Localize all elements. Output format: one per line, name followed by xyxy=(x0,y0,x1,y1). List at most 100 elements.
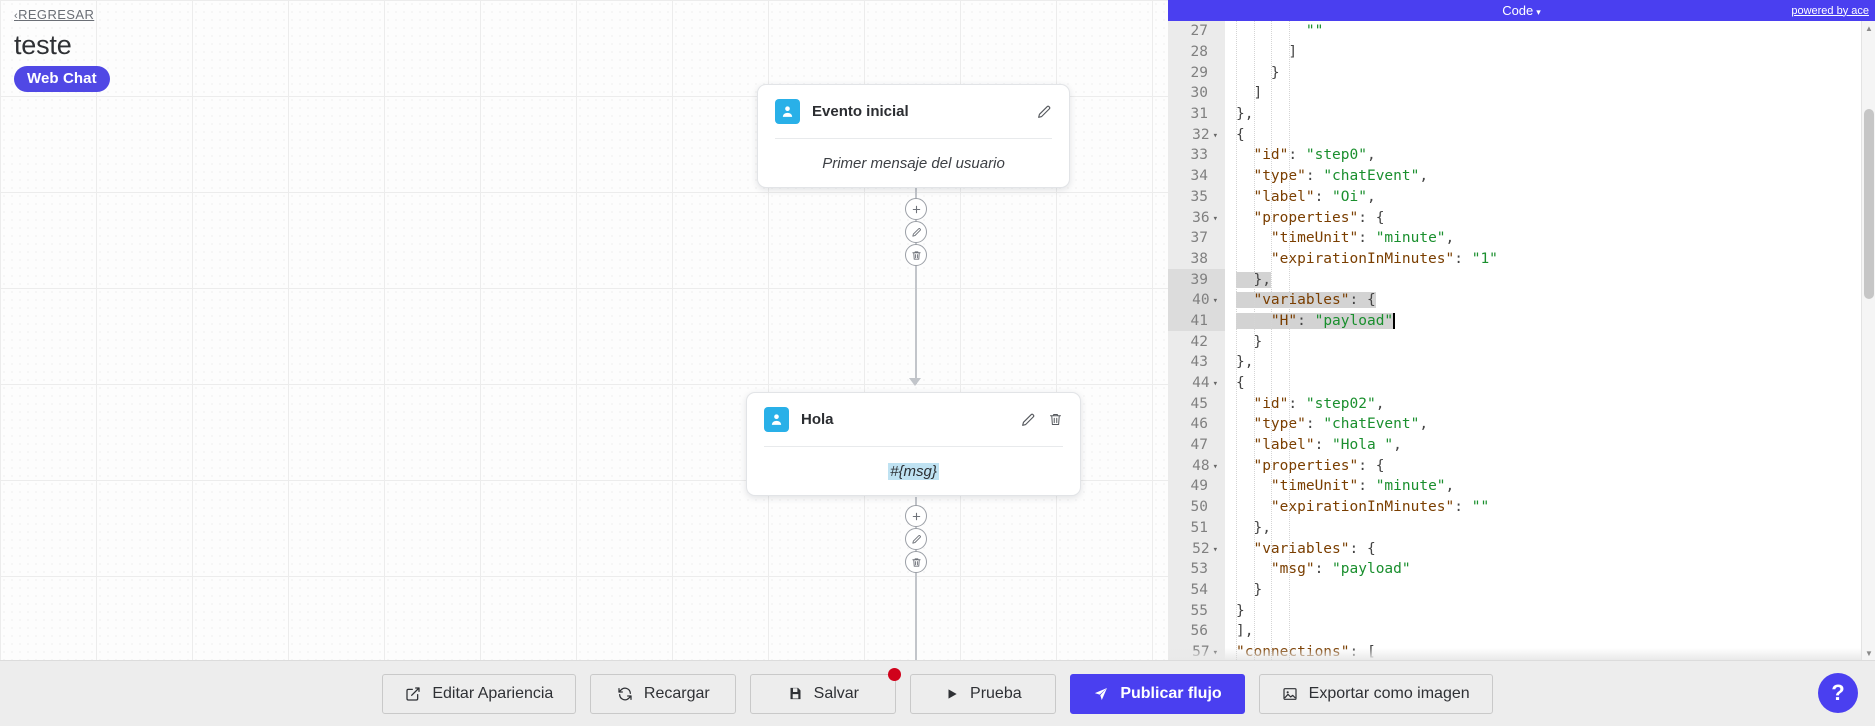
code-line[interactable]: 48▾ "properties": { xyxy=(1168,455,1875,477)
scroll-up-arrow-icon[interactable]: ▲ xyxy=(1865,23,1873,33)
code-line[interactable]: 46 "type": "chatEvent", xyxy=(1168,414,1875,435)
code-lines-container[interactable]: 27 ""28 ]29 }30 ]31},32▾{33 "id": "step0… xyxy=(1168,21,1875,660)
code-line[interactable]: 45 "id": "step02", xyxy=(1168,393,1875,415)
fold-arrow-icon[interactable]: ▾ xyxy=(1212,544,1218,555)
flow-canvas[interactable]: ‹REGRESAR teste Web Chat Evento inicial xyxy=(0,0,1168,660)
help-button[interactable]: ? xyxy=(1818,673,1858,713)
code-line[interactable]: 41 "H": "payload" xyxy=(1168,310,1875,332)
toolbar-button-label: Prueba xyxy=(970,684,1022,702)
code-line[interactable]: 35 "label": "Oi", xyxy=(1168,186,1875,208)
line-content: "connections": [ xyxy=(1236,643,1376,660)
unsaved-changes-badge xyxy=(888,667,902,681)
back-chevron-icon: ‹ xyxy=(14,10,19,22)
code-line[interactable]: 34 "type": "chatEvent", xyxy=(1168,165,1875,187)
trash-icon[interactable] xyxy=(905,551,927,573)
pencil-icon[interactable] xyxy=(1020,412,1036,428)
line-number: 53 xyxy=(1168,558,1225,580)
back-link[interactable]: ‹REGRESAR xyxy=(14,7,94,22)
line-number: 44▾ xyxy=(1168,372,1225,394)
line-number: 49 xyxy=(1168,476,1225,497)
editor-title-dropdown[interactable]: Code▾ xyxy=(1168,3,1875,18)
line-number: 32▾ xyxy=(1168,124,1225,146)
code-line[interactable]: 57▾"connections": [ xyxy=(1168,641,1875,660)
plus-icon[interactable] xyxy=(905,505,927,527)
code-line[interactable]: 30 ] xyxy=(1168,83,1875,104)
save-icon xyxy=(788,686,803,701)
line-content: "" xyxy=(1305,23,1324,40)
line-number: 41 xyxy=(1168,310,1225,332)
toolbar-exportar-como-imagen-button[interactable]: Exportar como imagen xyxy=(1258,673,1493,714)
line-number: 54 xyxy=(1168,579,1225,601)
line-content: "expirationInMinutes": "1" xyxy=(1270,250,1498,267)
code-editor-panel[interactable]: Code▾ powered by ace 27 ""28 ]29 }30 ]31… xyxy=(1168,0,1875,660)
user-icon xyxy=(775,99,800,124)
trash-icon[interactable] xyxy=(905,244,927,266)
fold-arrow-icon[interactable]: ▾ xyxy=(1212,461,1218,472)
fold-arrow-icon[interactable]: ▾ xyxy=(1212,296,1218,307)
pencil-icon[interactable] xyxy=(1036,104,1052,120)
fold-arrow-icon[interactable]: ▾ xyxy=(1212,647,1218,658)
code-line[interactable]: 47 "label": "Hola ", xyxy=(1168,434,1875,456)
line-content: "H": "payload" xyxy=(1225,311,1875,332)
toolbar-button-label: Editar Apariencia xyxy=(432,684,554,702)
code-line[interactable]: 33 "id": "step0", xyxy=(1168,145,1875,166)
scroll-down-arrow-icon[interactable]: ▼ xyxy=(1865,648,1873,658)
line-content: } xyxy=(1270,64,1280,81)
toolbar-publicar-flujo-button[interactable]: Publicar flujo xyxy=(1070,673,1245,714)
line-content: "label": "Oi", xyxy=(1253,188,1376,205)
code-line[interactable]: 36▾ "properties": { xyxy=(1168,207,1875,228)
scrollbar-thumb[interactable] xyxy=(1864,109,1874,299)
text-cursor xyxy=(1393,312,1395,329)
toolbar-prueba-button[interactable]: Prueba xyxy=(910,673,1057,714)
code-line[interactable]: 38 "expirationInMinutes": "1" xyxy=(1168,248,1875,270)
editor-scrollbar[interactable]: ▲ ▼ xyxy=(1861,21,1875,660)
line-content: }, xyxy=(1236,354,1254,371)
code-line[interactable]: 52▾ "variables": { xyxy=(1168,538,1875,559)
code-line[interactable]: 28 ] xyxy=(1168,41,1875,63)
code-line[interactable]: 54 } xyxy=(1168,579,1875,601)
code-line[interactable]: 37 "timeUnit": "minute", xyxy=(1168,227,1875,249)
line-content: "label": "Hola ", xyxy=(1253,437,1402,454)
line-content: "properties": { xyxy=(1253,457,1385,474)
code-line[interactable]: 43}, xyxy=(1168,352,1875,373)
node-header: Hola xyxy=(764,393,1063,447)
line-content: ], xyxy=(1236,623,1254,640)
flow-node-evento-inicial[interactable]: Evento inicial Primer mensaje del usuari… xyxy=(757,84,1070,188)
line-number: 31 xyxy=(1168,103,1225,125)
code-line[interactable]: 51 }, xyxy=(1168,517,1875,539)
toolbar-salvar-button[interactable]: Salvar xyxy=(750,673,897,714)
connector-handles-hola xyxy=(905,505,927,573)
fold-arrow-icon[interactable]: ▾ xyxy=(1212,130,1218,141)
fold-arrow-icon[interactable]: ▾ xyxy=(1212,379,1218,390)
code-line[interactable]: 31}, xyxy=(1168,103,1875,125)
code-line[interactable]: 40▾ "variables": { xyxy=(1168,289,1875,311)
code-line[interactable]: 49 "timeUnit": "minute", xyxy=(1168,476,1875,497)
line-number: 37 xyxy=(1168,227,1225,249)
code-line[interactable]: 53 "msg": "payload" xyxy=(1168,558,1875,580)
code-line[interactable]: 44▾{ xyxy=(1168,372,1875,394)
pencil-icon[interactable] xyxy=(905,528,927,550)
plus-icon[interactable] xyxy=(905,198,927,220)
code-line[interactable]: 39 }, xyxy=(1168,269,1875,290)
fold-arrow-icon[interactable]: ▾ xyxy=(1212,213,1218,224)
refresh-icon xyxy=(617,686,633,702)
pencil-icon[interactable] xyxy=(905,221,927,243)
code-line[interactable]: 56], xyxy=(1168,620,1875,642)
code-line[interactable]: 29 } xyxy=(1168,62,1875,84)
indent-guide xyxy=(1288,21,1290,660)
code-line[interactable]: 42 } xyxy=(1168,331,1875,352)
back-label: REGRESAR xyxy=(18,7,95,22)
code-line[interactable]: 50 "expirationInMinutes": "" xyxy=(1168,496,1875,518)
code-line[interactable]: 27 "" xyxy=(1168,21,1875,42)
editor-header: Code▾ powered by ace xyxy=(1168,0,1875,21)
code-line[interactable]: 32▾{ xyxy=(1168,124,1875,146)
trash-icon[interactable] xyxy=(1048,412,1063,427)
code-line[interactable]: 55} xyxy=(1168,600,1875,621)
line-number: 35 xyxy=(1168,186,1225,208)
toolbar-recargar-button[interactable]: Recargar xyxy=(590,673,737,714)
page-title: teste xyxy=(14,30,72,60)
toolbar-editar-apariencia-button[interactable]: Editar Apariencia xyxy=(382,673,577,714)
flow-node-hola[interactable]: Hola #{msg} xyxy=(746,392,1081,496)
powered-by-link[interactable]: powered by ace xyxy=(1791,4,1869,17)
